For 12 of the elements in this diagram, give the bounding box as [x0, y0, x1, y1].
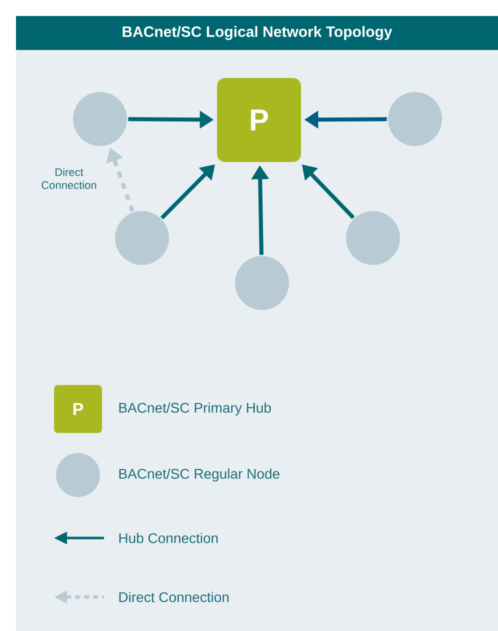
node-circle	[115, 211, 169, 265]
legend-label: Hub Connection	[119, 532, 218, 544]
legend-label: BACnet/SC Primary Hub	[119, 402, 271, 416]
legend-label: Direct Connection	[119, 592, 229, 602]
hub-box: P	[217, 78, 301, 162]
node-circle	[346, 211, 400, 265]
node-circle	[73, 92, 127, 146]
node-circle	[235, 256, 289, 310]
legend-label: BACnet/SC Regular Node	[119, 468, 280, 482]
node-circle	[388, 92, 442, 146]
edge-label: Direct Connection	[42, 168, 96, 190]
title-bar: BACnet/SC Logical Network Topology	[16, 16, 498, 50]
